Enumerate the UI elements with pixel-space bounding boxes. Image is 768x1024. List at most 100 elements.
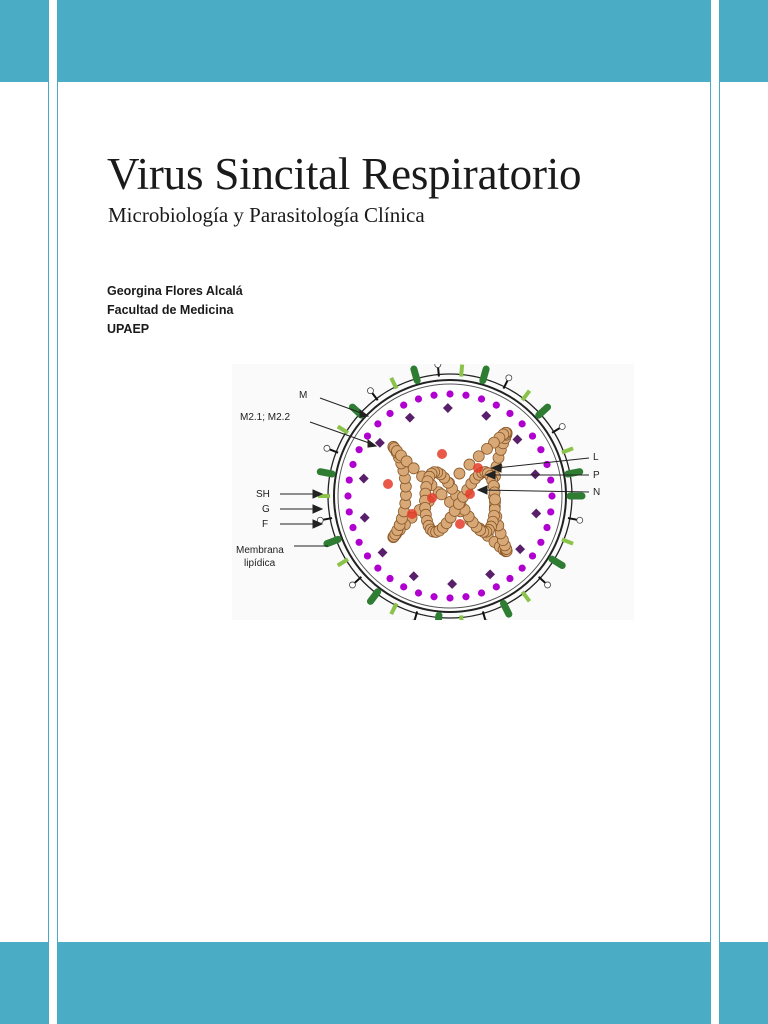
bottom-right-band: [720, 942, 768, 1024]
surface-glycoproteins: [316, 364, 586, 620]
matrix-dot: [400, 583, 408, 591]
fusion-protein: [479, 365, 490, 385]
matrix-dot: [430, 593, 438, 601]
sh-protein: [520, 389, 532, 402]
m2-diamond: [531, 508, 542, 519]
polymerase-blob: [407, 509, 417, 519]
sh-protein: [459, 364, 465, 377]
spike-head: [434, 364, 442, 368]
fusion-protein: [499, 599, 513, 618]
nucleocapsid-bead: [453, 467, 466, 480]
matrix-dot: [345, 476, 353, 484]
polymerase-blob: [437, 449, 447, 459]
matrix-dot: [414, 589, 423, 597]
polymerase-blob: [427, 493, 437, 503]
matrix-dot: [547, 476, 555, 484]
left-rule-outer: [48, 0, 49, 1024]
matrix-dot: [548, 492, 556, 500]
fusion-protein: [316, 468, 336, 478]
sh-protein: [561, 537, 574, 546]
matrix-dot: [363, 552, 372, 560]
spike-head: [544, 581, 551, 589]
label-sh: SH: [256, 489, 270, 500]
sh-protein: [561, 446, 574, 455]
top-left-band: [0, 0, 48, 82]
matrix-dot: [518, 564, 526, 572]
m2-diamond: [485, 569, 496, 580]
label-n: N: [593, 487, 600, 498]
spike-head: [505, 374, 513, 382]
author-block: Georgina Flores Alcalá Facultad de Medic…: [107, 282, 243, 339]
polymerase-blob: [383, 479, 393, 489]
page-subtitle: Microbiología y Parasitología Clínica: [108, 203, 425, 227]
top-center-band: [58, 0, 710, 82]
label-g: G: [262, 504, 270, 515]
fusion-protein: [434, 611, 443, 620]
matrix-dot: [446, 390, 454, 398]
faculty-name: Facultad de Medicina: [107, 303, 234, 317]
label-p: P: [593, 470, 600, 481]
matrix-dot: [506, 574, 514, 583]
matrix-dot: [386, 574, 394, 583]
virus-diagram-svg: M M2.1; M2.2 L P N SH G F Membrana lipíd…: [232, 364, 634, 620]
matrix-dot: [462, 391, 470, 399]
institution-name: UPAEP: [107, 322, 150, 336]
polymerase-blob: [455, 519, 465, 529]
fusion-protein: [323, 535, 342, 548]
matrix-dot: [446, 594, 454, 602]
fusion-protein: [564, 468, 584, 478]
matrix-dot: [430, 391, 438, 399]
polymerase-blob: [465, 489, 475, 499]
matrix-dot: [543, 523, 551, 532]
nucleocapsid-bead: [489, 493, 501, 506]
spike-head: [367, 387, 374, 395]
matrix-dot: [492, 583, 500, 591]
nucleocapsid-bead: [435, 488, 448, 501]
spike-head: [349, 581, 356, 589]
matrix-dot: [547, 508, 555, 516]
top-right-band: [720, 0, 768, 82]
sh-protein: [459, 615, 464, 620]
matrix-dot: [349, 523, 357, 532]
pointer-arrows: [280, 397, 590, 547]
spike-head: [323, 444, 331, 452]
matrix-dot: [355, 538, 363, 546]
sh-protein: [336, 424, 350, 435]
sh-protein: [336, 557, 350, 568]
matrix-dot: [400, 401, 408, 409]
nucleocapsid-bead: [400, 455, 413, 468]
matrix-protein-dots: [344, 390, 556, 602]
matrix-dot: [349, 460, 357, 469]
matrix-dot: [537, 538, 545, 546]
label-m2: M2.1; M2.2: [240, 412, 290, 423]
fusion-protein: [548, 555, 566, 569]
matrix-dot: [537, 446, 545, 454]
page-title: Virus Sincital Respiratorio: [107, 149, 582, 199]
right-rule-outer: [719, 0, 720, 1024]
m2-diamond: [408, 571, 419, 582]
matrix-dot: [345, 508, 353, 516]
nucleocapsid-bead: [407, 462, 420, 475]
fusion-protein: [410, 365, 421, 385]
matrix-dot: [518, 420, 526, 428]
fusion-protein: [535, 403, 552, 419]
matrix-dot: [374, 564, 382, 572]
virus-diagram: M M2.1; M2.2 L P N SH G F Membrana lipíd…: [232, 364, 634, 620]
matrix-layer: [337, 383, 563, 609]
fusion-protein: [366, 588, 382, 605]
matrix-dot: [363, 432, 372, 440]
matrix-dot: [462, 593, 470, 601]
left-rule-inner: [57, 0, 58, 1024]
nucleocapsid-strand: [387, 426, 513, 558]
matrix-dot: [492, 401, 500, 409]
matrix-dot: [477, 395, 486, 403]
matrix-dot: [528, 552, 537, 560]
author-name: Georgina Flores Alcalá: [107, 284, 243, 298]
nucleocapsid-bead: [472, 450, 485, 463]
m2-diamond: [358, 473, 369, 484]
spike-head: [576, 516, 584, 524]
matrix-dot: [414, 395, 423, 403]
label-f: F: [262, 519, 268, 530]
polymerase-complex: [383, 449, 483, 529]
nucleocapsid-bead: [481, 442, 493, 455]
